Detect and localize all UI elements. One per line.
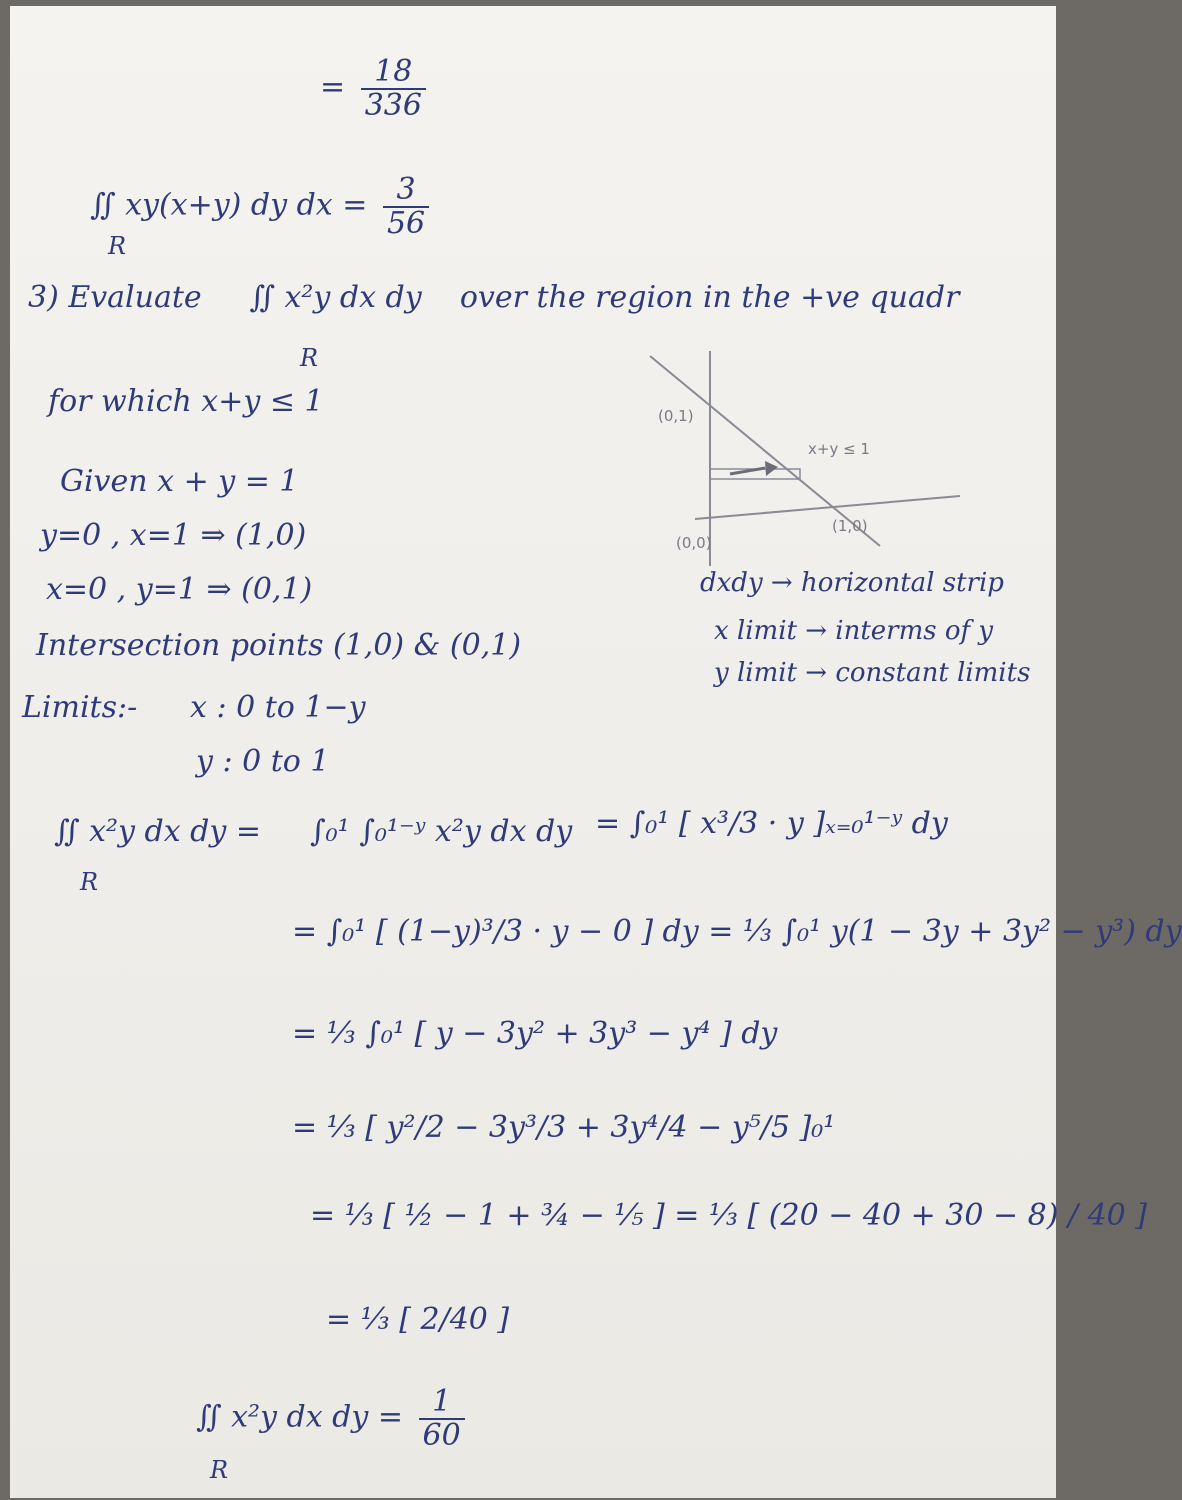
problem-region: R bbox=[300, 344, 319, 372]
problem-condition: for which x+y ≤ 1 bbox=[48, 384, 324, 419]
x-axis bbox=[694, 495, 961, 520]
problem-integral: ∬ x²y dx dy bbox=[249, 280, 422, 315]
limit-y: y : 0 to 1 bbox=[196, 744, 330, 779]
eq2: ∬ xy(x+y) dy dx = 3 56 bbox=[90, 174, 435, 239]
notebook-page: = 18 336 ∬ xy(x+y) dy dx = 3 56 R 3) Eva… bbox=[10, 6, 1182, 1498]
case1-line: y=0 , x=1 ⇒ (1,0) bbox=[40, 518, 307, 553]
eq1: = 18 336 bbox=[320, 56, 432, 121]
eq1-fraction: 18 336 bbox=[360, 56, 426, 121]
arrow-head-icon bbox=[765, 461, 778, 476]
eq1-equals: = bbox=[320, 69, 346, 105]
eq2-fraction: 3 56 bbox=[382, 174, 430, 239]
final-lhs: ∬ x²y dx dy = bbox=[196, 1399, 403, 1435]
strip-arrow bbox=[729, 466, 766, 476]
region-sketch: (0,1) (0,0) (1,0) x+y ≤ 1 bbox=[649, 351, 961, 566]
intersection-line: Intersection points (1,0) & (0,1) bbox=[36, 628, 522, 663]
step1-mid: ∫₀¹ ∫₀¹⁻ʸ x²y dx dy bbox=[310, 814, 573, 849]
step2: = ∫₀¹ [ (1−y)³/3 · y − 0 ] dy = ⅓ ∫₀¹ y(… bbox=[292, 914, 1182, 949]
step1-region: R bbox=[80, 868, 99, 896]
final-region: R bbox=[210, 1456, 229, 1484]
given-line: Given x + y = 1 bbox=[60, 464, 299, 499]
eq2-region: R bbox=[108, 232, 127, 260]
label-top: (0,1) bbox=[658, 407, 694, 425]
final-fraction: 1 60 bbox=[418, 1386, 465, 1451]
step5: = ⅓ [ ½ − 1 + ¾ − ⅕ ] = ⅓ [ (20 − 40 + 3… bbox=[310, 1198, 1148, 1233]
final-answer: ∬ x²y dx dy = 1 60 bbox=[196, 1386, 471, 1451]
problem-label: 3) Evaluate bbox=[28, 280, 202, 315]
limit-x: x : 0 to 1−y bbox=[190, 690, 366, 725]
step1-rhs: = ∫₀¹ [ x³/3 · y ]ₓ₌₀¹⁻ʸ dy bbox=[595, 806, 948, 841]
limits-label: Limits:- bbox=[22, 690, 138, 725]
problem-statement: 3) Evaluate ∬ x²y dx dy over the region … bbox=[28, 280, 959, 315]
eq2-lhs: ∬ xy(x+y) dy dx = bbox=[90, 187, 368, 223]
step4: = ⅓ [ y²/2 − 3y³/3 + 3y⁴/4 − y⁵/5 ]₀¹ bbox=[292, 1110, 836, 1145]
note-1: dxdy → horizontal strip bbox=[700, 568, 1004, 598]
step3: = ⅓ ∫₀¹ [ y − 3y² + 3y³ − y⁴ ] dy bbox=[292, 1016, 778, 1051]
problem-text: over the region in the +ve quadr bbox=[459, 280, 960, 315]
label-origin: (0,0) bbox=[676, 534, 712, 552]
label-right: (1,0) bbox=[832, 517, 868, 535]
step6: = ⅓ [ 2/40 ] bbox=[326, 1302, 510, 1337]
note-2: x limit → interms of y bbox=[714, 616, 994, 646]
boundary-line bbox=[649, 355, 881, 547]
label-region: x+y ≤ 1 bbox=[808, 440, 870, 458]
note-3: y limit → constant limits bbox=[714, 658, 1031, 688]
step1-lhs: ∬ x²y dx dy = bbox=[54, 814, 261, 849]
case2-line: x=0 , y=1 ⇒ (0,1) bbox=[46, 572, 313, 607]
